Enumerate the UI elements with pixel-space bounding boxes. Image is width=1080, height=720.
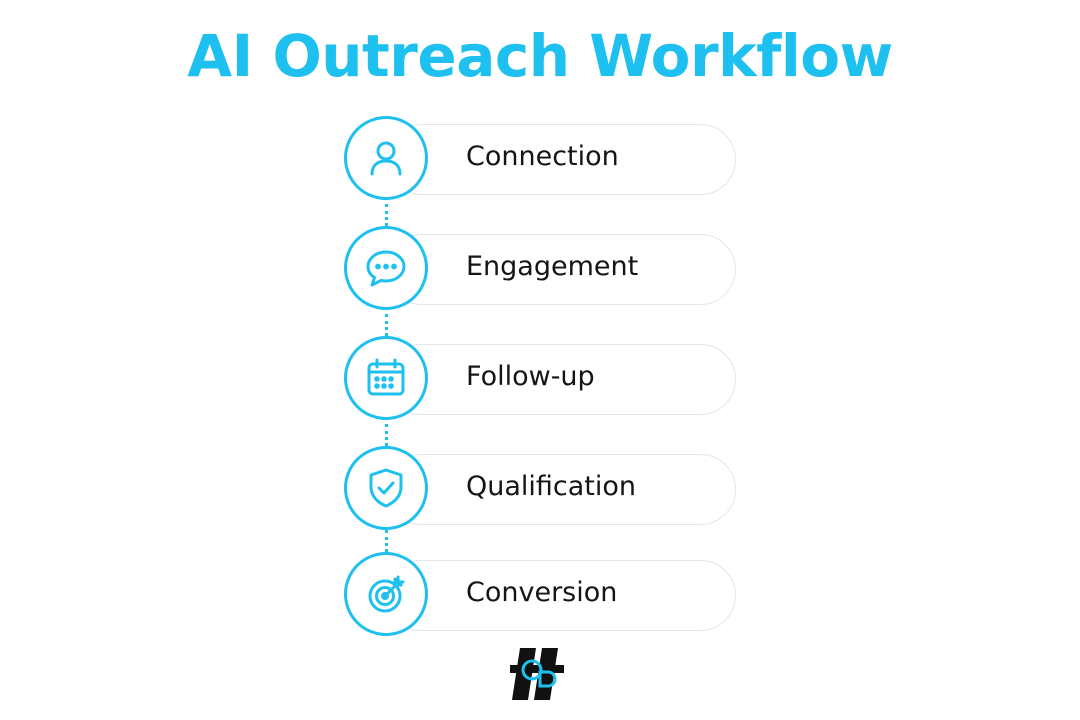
step-label: Engagement (466, 251, 639, 282)
workflow-step-follow-up: Follow-up (340, 336, 740, 426)
step-label: Follow-up (466, 361, 595, 392)
step-connector (385, 204, 388, 226)
calendar-icon (344, 336, 428, 420)
workflow-step-engagement: Engagement (340, 226, 740, 316)
workflow-step-conversion: Conversion (340, 552, 740, 642)
step-label: Connection (466, 141, 619, 172)
chat-bubble-icon (344, 226, 428, 310)
workflow-step-qualification: Qualification (340, 446, 740, 536)
step-pill (386, 124, 736, 195)
workflow-steps: Connection Engagement (340, 116, 740, 636)
step-label: Qualification (466, 471, 637, 502)
shield-check-icon (344, 446, 428, 530)
workflow-step-connection: Connection (340, 116, 740, 206)
user-icon (344, 116, 428, 200)
step-pill (386, 344, 736, 415)
step-connector (385, 530, 388, 552)
target-icon (344, 552, 428, 636)
page-title: AI Outreach Workflow (187, 22, 893, 90)
step-label: Conversion (466, 577, 618, 608)
step-connector (385, 314, 388, 336)
step-pill (386, 234, 736, 305)
step-connector (385, 424, 388, 446)
brand-logo-icon (506, 646, 568, 702)
